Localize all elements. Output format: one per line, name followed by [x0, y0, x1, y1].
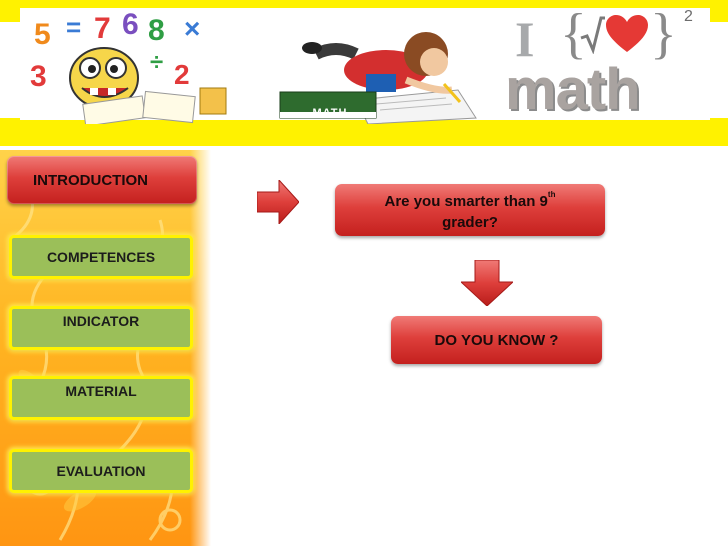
svg-text:7: 7: [94, 12, 111, 45]
svg-text:8: 8: [148, 14, 165, 47]
svg-text:÷: ÷: [150, 49, 163, 76]
introduction-button[interactable]: INTRODUCTION: [7, 156, 197, 204]
indicator-button[interactable]: INDICATOR: [9, 306, 193, 350]
arrow-right-icon: [257, 180, 299, 224]
question-line-1: Are you smarter than 9: [384, 193, 548, 210]
competences-button[interactable]: COMPETENCES: [9, 235, 193, 279]
do-you-know-button[interactable]: DO YOU KNOW ?: [391, 316, 602, 364]
panel-fade-edge: [190, 150, 220, 546]
book-label: MATH: [312, 107, 348, 119]
svg-text:5: 5: [34, 18, 51, 51]
question-line-2: grader?: [442, 214, 498, 231]
svg-text:3: 3: [30, 60, 47, 93]
svg-text:6: 6: [122, 8, 139, 41]
logo-brace-left: {: [560, 3, 587, 65]
numbers-clipart-icon: 5 = 7 6 8 × 3 2 ÷: [30, 8, 227, 124]
student-studying-clipart-icon: [279, 32, 477, 124]
arrow-down-icon: [461, 260, 513, 306]
material-button[interactable]: MATERIAL: [9, 376, 193, 420]
svg-text:=: =: [66, 12, 81, 42]
heart-icon: [606, 15, 648, 52]
square-root-icon: [580, 16, 605, 54]
svg-text:×: ×: [184, 13, 200, 44]
question-superscript: th: [547, 190, 556, 199]
logo-brace-right: }: [650, 3, 677, 65]
banner-bottom-stripe: [0, 118, 728, 146]
logo-math-word: math: [505, 57, 641, 122]
logo-letter-i: I: [515, 11, 535, 67]
evaluation-button[interactable]: EVALUATION: [9, 449, 193, 493]
question-box[interactable]: Are you smarter than 9th grader?: [335, 184, 605, 236]
svg-text:2: 2: [174, 59, 190, 90]
header-banner: 5 = 7 6 8 × 3 2 ÷: [0, 0, 728, 150]
logo-superscript: 2: [684, 8, 693, 25]
